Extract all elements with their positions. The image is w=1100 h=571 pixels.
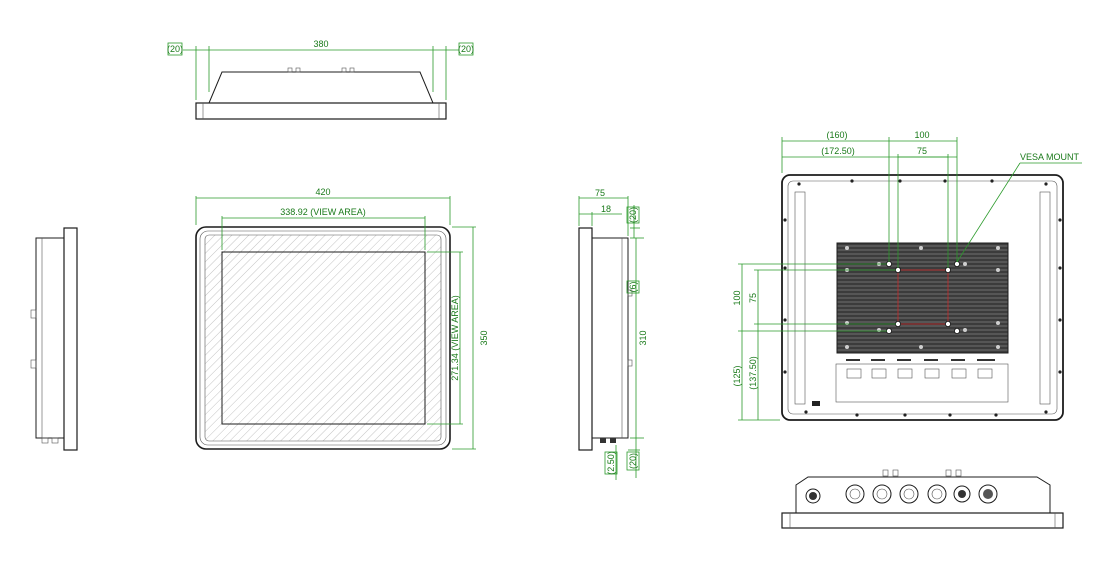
- rear-dim-100-horizontal: 100: [914, 130, 929, 140]
- front-overall-width-dim: 420: [315, 187, 330, 197]
- rear-dim-100-vertical: 100: [732, 290, 742, 305]
- rear-dim-125: (125): [732, 365, 742, 386]
- side-height-dim: 310: [638, 330, 648, 345]
- top-view: 380 (20) (20): [167, 39, 474, 120]
- front-overall-height-dim: 350: [479, 330, 489, 345]
- side-gap-dim: (2.50): [606, 451, 616, 475]
- top-left-margin-dim: (20): [167, 44, 183, 54]
- right-side-view: 75 18 (20) (6) 310 (20) (2.50): [578, 188, 648, 480]
- side-depth-dim: 75: [595, 188, 605, 198]
- side-bezel-dim: 18: [601, 204, 611, 214]
- rear-dim-75-horizontal: 75: [917, 146, 927, 156]
- rear-dim-172: (172.50): [821, 146, 855, 156]
- bottom-connectors: [845, 484, 998, 504]
- rear-dim-137: (137.50): [748, 356, 758, 390]
- rear-view: (160) (172.50) 100 75 VESA MOUNT 100 75 …: [732, 130, 1082, 421]
- top-view-base: [195, 102, 447, 120]
- vesa-mount-label: VESA MOUNT: [1020, 152, 1080, 162]
- heatsink: [836, 242, 1009, 354]
- rear-rim-screws: [783, 179, 1062, 417]
- front-view-height-dim: 271.34 (VIEW AREA): [450, 295, 460, 381]
- vesa-75-square: [897, 269, 949, 325]
- front-view: 420 338.92 (VIEW AREA) 271.34 (VIEW AREA…: [195, 187, 489, 450]
- rear-dim-75-vertical: 75: [748, 293, 758, 303]
- view-area: [221, 251, 426, 425]
- front-hatch-border: [205, 235, 441, 441]
- front-view-width-dim: 338.92 (VIEW AREA): [280, 207, 366, 217]
- top-view-housing: [208, 71, 434, 104]
- side-bottom-offset-dim: (20): [628, 453, 638, 469]
- side-top-offset-dim: (20): [628, 207, 638, 223]
- top-right-margin-dim: (20): [458, 44, 474, 54]
- rear-io-ports: [846, 368, 993, 379]
- bottom-view: [781, 469, 1064, 529]
- rear-dim-160: (160): [826, 130, 847, 140]
- left-side-view: [30, 227, 78, 451]
- rear-housing: [781, 174, 1064, 421]
- side-small-offset-dim: (6): [628, 281, 638, 292]
- top-width-dim: 380: [313, 39, 328, 49]
- front-bezel: [195, 226, 451, 450]
